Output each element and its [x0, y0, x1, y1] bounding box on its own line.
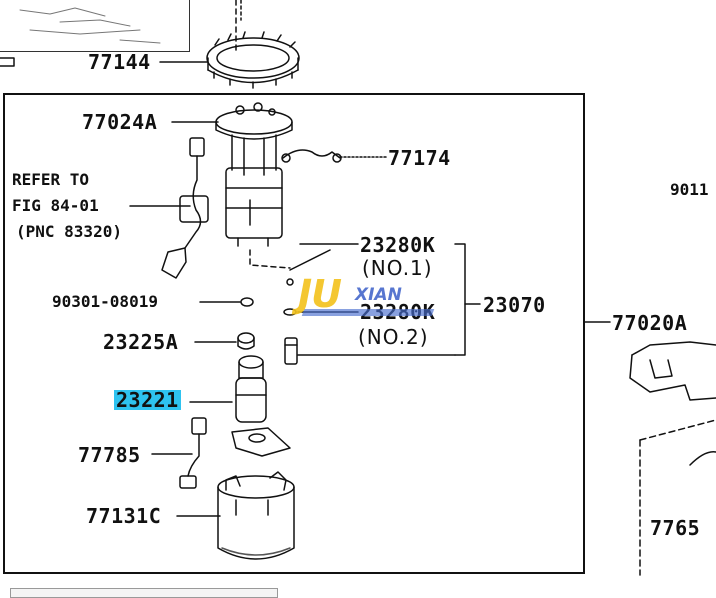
o-ring-90301: [240, 297, 254, 307]
retainer-ring-77144: [206, 31, 300, 89]
watermark-logo-sub: XIAN: [355, 285, 402, 305]
assembly-frame: [3, 93, 585, 574]
part-label-77144: 77144: [88, 50, 151, 74]
refer-text-line-2: FIG 84-01: [12, 196, 99, 215]
refer-text-line-1: REFER TO: [12, 170, 90, 189]
part-label-90301-08019: 90301-08019: [52, 292, 158, 311]
fuel-pump-23221: [231, 355, 291, 457]
part-label-77174: 77174: [388, 146, 451, 170]
part-label-23225A: 23225A: [103, 330, 179, 354]
part-label-77020A: 77020A: [612, 311, 688, 335]
pump-wire-77785: [179, 417, 207, 489]
cushion-23225A: [237, 332, 255, 350]
part-label-23221-highlighted[interactable]: 23221: [114, 388, 181, 412]
sender-flange-77024A: [215, 102, 293, 247]
part-label-77024A: 77024A: [82, 110, 158, 134]
part-sublabel-no1: (NO.1): [362, 256, 433, 280]
part-sublabel-no2: (NO.2): [358, 325, 429, 349]
bracket-23070: [454, 243, 466, 356]
watermark-logo: JU: [298, 272, 342, 316]
bottom-tab: [10, 588, 278, 598]
regulator-23280K: [284, 337, 298, 365]
refer-text-line-3: (PNC 83320): [16, 222, 122, 241]
sender-wire-harness: [161, 137, 209, 279]
clamp-77174: [281, 149, 342, 163]
part-label-77131C: 77131C: [86, 504, 162, 528]
right-side-partial-parts: [629, 341, 716, 576]
part-label-7765-partial: 7765: [650, 516, 701, 540]
pump-bracket-77131C: [217, 471, 295, 560]
part-label-77785: 77785: [78, 443, 141, 467]
part-label-9011-partial: 9011: [670, 180, 709, 199]
part-label-23070: 23070: [483, 293, 546, 317]
inset-sketch: [19, 7, 161, 44]
part-label-23280K-no1: 23280K: [360, 233, 436, 257]
